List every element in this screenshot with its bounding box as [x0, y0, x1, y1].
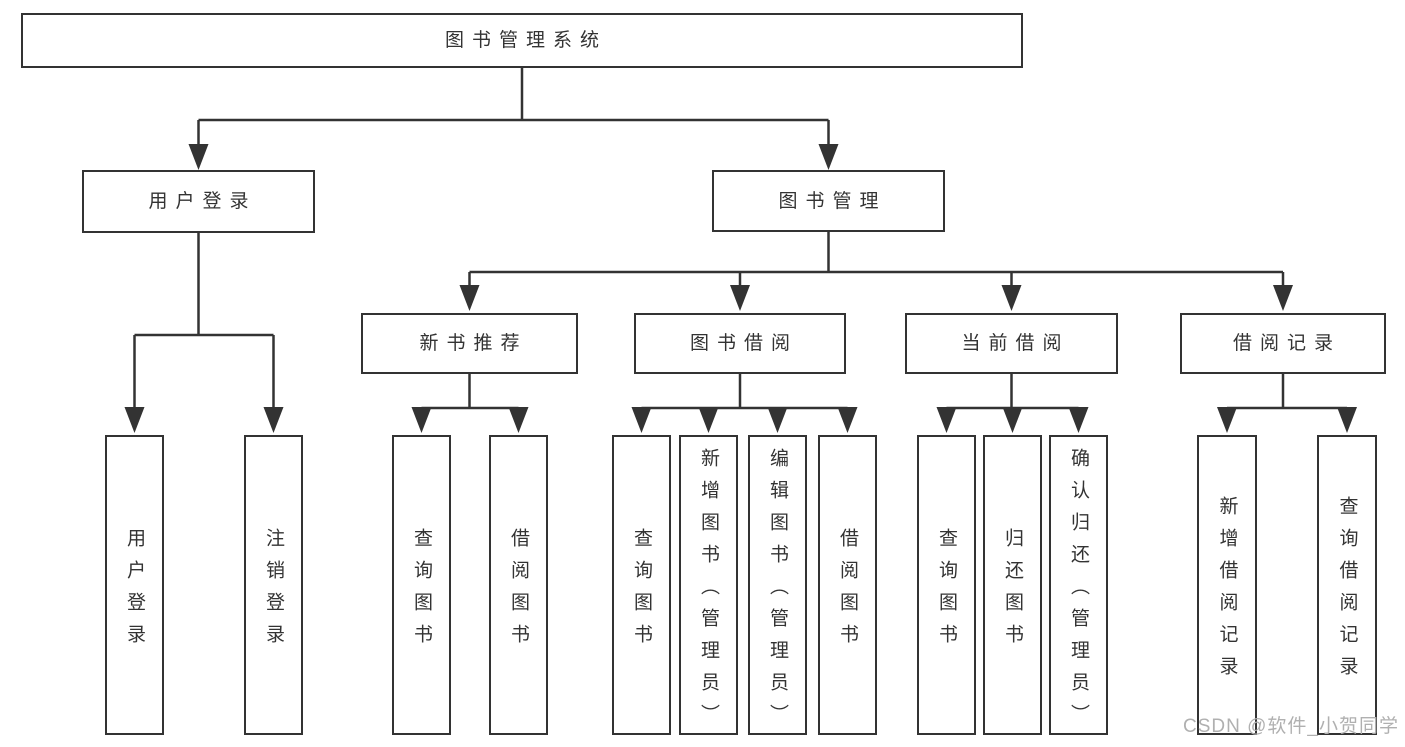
leaf-add-books-admin-label: 新增图书（管理员） [698, 447, 719, 736]
node-borrow-records: 借阅记录 [1180, 313, 1386, 374]
leaf-edit-books-admin-label: 编辑图书（管理员） [767, 447, 788, 736]
node-root: 图书管理系统 [21, 13, 1023, 68]
leaf-user-login: 用户登录 [105, 435, 164, 735]
leaf-add-borrow-record-label: 新增借阅记录 [1216, 495, 1238, 688]
leaf-recommend-query-books-label: 查询图书 [411, 527, 432, 656]
arrowheads [124, 144, 1357, 433]
node-book-borrow: 图书借阅 [634, 313, 846, 374]
leaf-borrow-books: 借阅图书 [818, 435, 877, 735]
leaf-current-query-books-label: 查询图书 [936, 527, 957, 656]
node-borrow-records-label: 借阅记录 [1232, 333, 1341, 354]
node-book-management-label: 图书管理 [778, 190, 887, 212]
node-root-label: 图书管理系统 [444, 30, 607, 51]
leaf-current-query-books: 查询图书 [917, 435, 976, 735]
leaf-add-books-admin: 新增图书（管理员） [679, 435, 738, 736]
node-book-management: 图书管理 [712, 170, 945, 232]
leaf-recommend-borrow-books-label: 借阅图书 [508, 527, 529, 656]
leaf-query-borrow-record-label: 查询借阅记录 [1336, 495, 1358, 688]
csdn-watermark: CSDN @软件_小贺同学 [1183, 716, 1399, 737]
leaf-borrow-query-books-label: 查询图书 [631, 527, 652, 656]
leaf-logout: 注销登录 [244, 435, 303, 735]
leaf-confirm-return-admin-label: 确认归还（管理员） [1068, 447, 1089, 736]
leaf-return-books: 归还图书 [983, 435, 1042, 735]
node-user-login: 用户登录 [82, 170, 315, 233]
leaf-user-login-label: 用户登录 [124, 527, 145, 656]
leaf-query-borrow-record: 查询借阅记录 [1317, 435, 1377, 735]
leaf-edit-books-admin: 编辑图书（管理员） [748, 435, 807, 736]
node-book-borrow-label: 图书借阅 [689, 333, 798, 354]
node-user-login-label: 用户登录 [148, 191, 257, 212]
node-new-book-recommend: 新书推荐 [361, 313, 578, 374]
leaf-borrow-query-books: 查询图书 [612, 435, 671, 735]
leaf-add-borrow-record: 新增借阅记录 [1197, 435, 1257, 735]
node-current-borrow-label: 当前借阅 [961, 333, 1070, 354]
leaf-confirm-return-admin: 确认归还（管理员） [1049, 435, 1108, 736]
node-current-borrow: 当前借阅 [905, 313, 1118, 374]
leaf-return-books-label: 归还图书 [1002, 527, 1023, 656]
node-new-book-recommend-label: 新书推荐 [419, 333, 528, 354]
leaf-recommend-query-books: 查询图书 [392, 435, 451, 735]
leaf-recommend-borrow-books: 借阅图书 [489, 435, 548, 735]
leaf-borrow-books-label: 借阅图书 [837, 527, 858, 656]
leaf-logout-label: 注销登录 [263, 527, 284, 656]
